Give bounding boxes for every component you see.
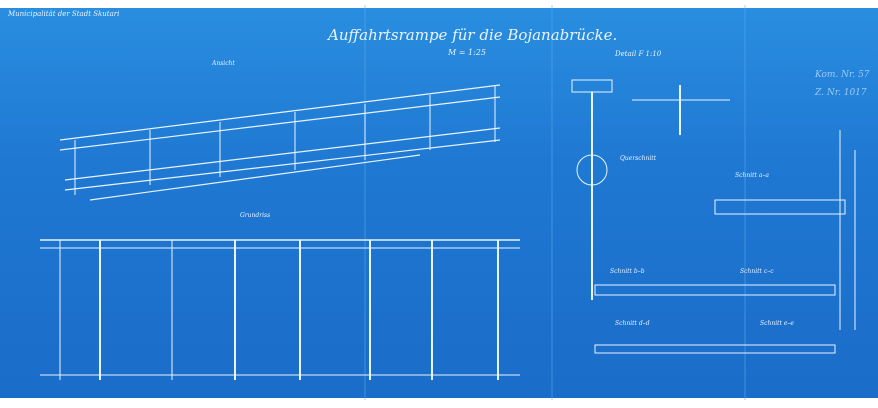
detail-label: Detail F 1:10	[615, 50, 662, 58]
z-number: Z. Nr. 1017	[815, 88, 867, 98]
detail-view	[571, 79, 856, 354]
section-aa-label: Schnitt a–a	[735, 172, 770, 179]
ramp-elevation	[59, 84, 501, 201]
scale-label: M = 1:25	[448, 48, 486, 57]
ramp-posts	[74, 86, 496, 195]
kom-number: Kom. Nr. 57	[815, 70, 870, 80]
section-ee-label: Schnitt e–e	[760, 320, 794, 327]
stamp-text: Municipalität der Stadt Skutari	[8, 10, 120, 18]
drawing-title: Auffahrtsrampe für die Bojanabrücke.	[328, 26, 618, 44]
view-plan-label: Grundriss	[240, 212, 271, 219]
section-cc-label: Schnitt c–c	[740, 268, 774, 275]
plan-view	[40, 239, 520, 380]
section-dd-label: Schnitt d–d	[615, 320, 650, 327]
view-elevation-label: Ansicht	[212, 60, 235, 67]
cross-section-label: Querschnitt	[620, 155, 657, 162]
section-bb-label: Schnitt b–b	[610, 268, 645, 275]
